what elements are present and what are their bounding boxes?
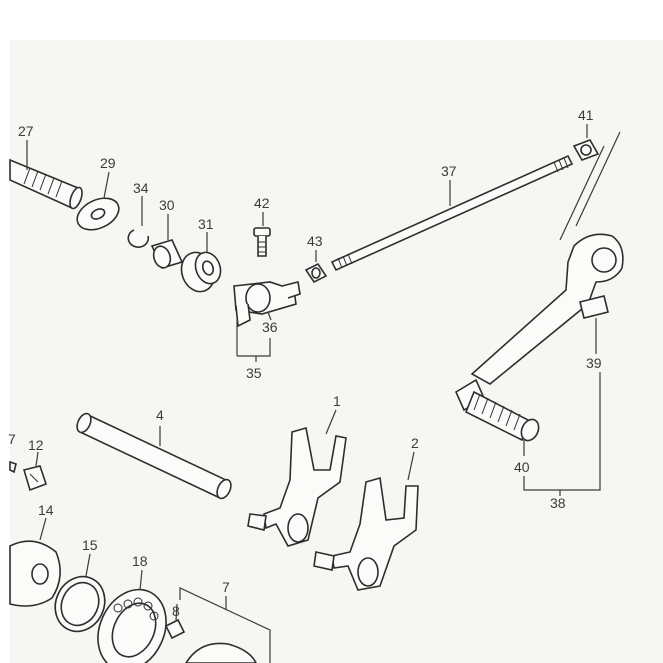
part-37-shift-rod: [330, 154, 574, 272]
label-29: 29: [100, 155, 116, 171]
part-15-ring: [54, 575, 106, 633]
part-29-washer: [76, 197, 120, 231]
label-41: 41: [578, 107, 594, 123]
label-39: 39: [586, 355, 602, 371]
part-41-rod-nut: [572, 139, 600, 161]
label-38: 38: [550, 495, 566, 511]
label-36: 36: [262, 319, 278, 335]
label-7-edge: 7: [8, 431, 16, 447]
label-14: 14: [38, 502, 54, 518]
leader-15: [85, 553, 91, 577]
label-27: 27: [18, 123, 34, 139]
label-1: 1: [333, 393, 341, 409]
label-37: 37: [441, 163, 457, 179]
part-1-shift-fork: [247, 426, 347, 547]
part-38-pedal: [454, 233, 624, 412]
leader-14: [39, 517, 47, 541]
leader-12: [35, 451, 39, 467]
leader-29: [103, 171, 110, 199]
leader-2: [407, 451, 415, 481]
label-7: 7: [222, 579, 230, 595]
part-12-stopper: [22, 465, 48, 492]
part-30-bearing: [150, 239, 184, 269]
label-15: 15: [82, 537, 98, 553]
part-4-fork-shaft: [76, 412, 232, 500]
bracket-7: [179, 587, 271, 663]
bracket-38: [523, 372, 601, 491]
part-42-bolt: [253, 227, 271, 257]
label-12: 12: [28, 437, 44, 453]
part-18-bearing: [97, 588, 167, 663]
leader-1: [325, 409, 337, 435]
part-27-shaft: [9, 158, 83, 210]
part-8-pin: [164, 618, 186, 640]
label-35: 35: [246, 365, 262, 381]
part-7-cam-drum: [185, 642, 257, 663]
part-31-oil-seal: [180, 251, 222, 293]
bracket-35: [236, 320, 271, 357]
leader-8: [175, 603, 178, 621]
label-30: 30: [159, 197, 175, 213]
part-34-circlip: [127, 229, 150, 248]
label-43: 43: [307, 233, 323, 249]
leader-36: [267, 311, 272, 321]
label-34: 34: [133, 180, 149, 196]
part-40-footrest: [464, 390, 540, 442]
leader-18: [139, 569, 143, 591]
part-43-nut: [304, 262, 328, 284]
label-2: 2: [411, 435, 419, 451]
part-7-edge: [9, 460, 17, 474]
bracket-line-41-b: [559, 145, 605, 241]
part-2-shift-fork: [313, 476, 419, 591]
part-36-shift-arm: [233, 281, 301, 328]
bracket-line-41-a: [575, 131, 621, 227]
part-14-cam: [9, 540, 61, 607]
label-40: 40: [514, 459, 530, 475]
label-31: 31: [198, 216, 214, 232]
label-4: 4: [156, 407, 164, 423]
label-8: 8: [172, 603, 180, 619]
label-42: 42: [254, 195, 270, 211]
label-18: 18: [132, 553, 148, 569]
